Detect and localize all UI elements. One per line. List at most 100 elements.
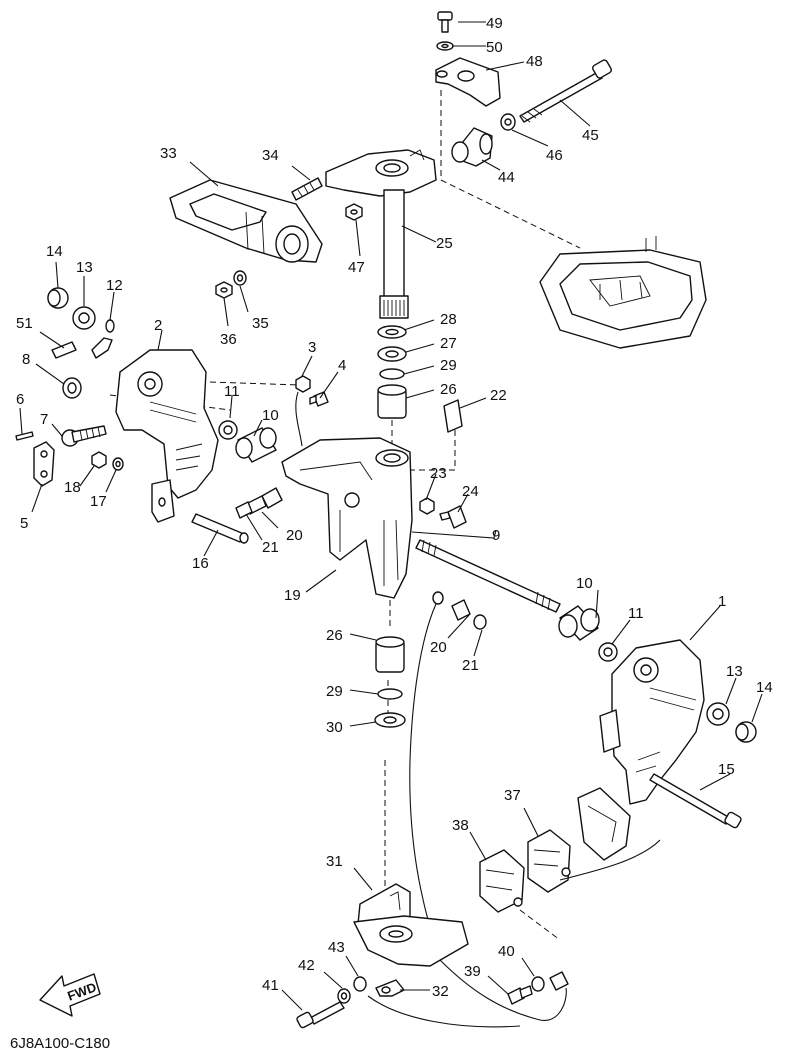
washer-17 <box>112 457 124 471</box>
clamp-bracket-2 <box>115 349 219 523</box>
callout-41: 41 <box>262 977 279 994</box>
swivel-bracket-19 <box>281 437 413 599</box>
callout-39: 39 <box>464 963 481 980</box>
washer-46 <box>500 113 516 131</box>
nut-23 <box>419 497 435 515</box>
clamp-bracket-1 <box>599 639 705 805</box>
callout-11a: 11 <box>224 383 240 400</box>
callout-15: 15 <box>718 761 735 778</box>
callout-16: 16 <box>192 555 209 572</box>
callout-14a: 14 <box>46 243 63 260</box>
washer-11-right <box>598 642 618 662</box>
bracket-37 <box>527 829 571 893</box>
callout-23: 23 <box>430 465 447 482</box>
callout-13b: 13 <box>726 663 743 680</box>
callout-20b: 20 <box>430 639 447 656</box>
nut-3 <box>295 375 311 393</box>
washer-50 <box>436 41 454 51</box>
callout-31: 31 <box>326 853 343 870</box>
callout-27: 27 <box>440 335 457 352</box>
callout-3: 3 <box>308 339 316 356</box>
long-bolt-45 <box>519 59 613 123</box>
washer-43 <box>353 976 367 992</box>
carry-handle-33 <box>169 179 323 263</box>
bracket-38 <box>479 849 525 913</box>
callout-30: 30 <box>326 719 343 736</box>
callout-17: 17 <box>90 493 107 510</box>
leader-lines <box>19 21 763 1011</box>
callout-26b: 26 <box>326 627 343 644</box>
drawing-code: 6J8A100-C180 <box>10 1035 110 1052</box>
callout-32: 32 <box>432 983 449 1000</box>
callout-9: 9 <box>492 527 500 544</box>
clip-32 <box>375 979 405 997</box>
cable-clip-right <box>367 959 569 1028</box>
bushing-44 <box>451 127 493 167</box>
cap-21-left <box>235 501 253 519</box>
callout-5: 5 <box>20 515 28 532</box>
callout-38: 38 <box>452 817 469 834</box>
callout-36: 36 <box>220 331 237 348</box>
callout-19: 19 <box>284 587 301 604</box>
bushing-8 <box>62 377 82 399</box>
callout-29b: 29 <box>326 683 343 700</box>
nut-18 <box>91 451 107 469</box>
washer-28 <box>377 325 407 339</box>
callout-7: 7 <box>40 411 48 428</box>
callout-43: 43 <box>328 939 345 956</box>
callout-22: 22 <box>490 387 507 404</box>
callout-6: 6 <box>16 391 24 408</box>
fwd-arrow: FWD <box>39 973 101 1017</box>
callout-47: 47 <box>348 259 365 276</box>
bushing-26-lower <box>375 636 405 673</box>
bolt-41 <box>296 1001 345 1029</box>
bushing-26-upper <box>377 384 407 419</box>
callout-48: 48 <box>526 53 543 70</box>
bushing-10-left <box>235 427 277 463</box>
spring-7 <box>61 425 107 447</box>
stopper-22 <box>443 399 463 433</box>
nut-13-right <box>706 702 730 726</box>
callout-29a: 29 <box>440 357 457 374</box>
steering-shaft-25 <box>379 189 409 319</box>
bolt-15 <box>649 773 742 829</box>
cap-14-left <box>47 287 69 309</box>
washer-small-right <box>432 591 444 605</box>
callout-10b: 10 <box>576 575 593 592</box>
callout-1: 1 <box>718 593 726 610</box>
callout-42: 42 <box>298 957 315 974</box>
bolt-24 <box>439 505 467 529</box>
callout-24: 24 <box>462 483 479 500</box>
callout-21a: 21 <box>262 539 279 556</box>
o-ring-29-upper <box>379 368 405 380</box>
callout-49: 49 <box>486 15 503 32</box>
callout-18: 18 <box>64 479 81 496</box>
cable-line-right <box>409 603 441 961</box>
callout-labels: 49 50 48 45 46 44 25 47 34 33 35 36 28 2… <box>16 15 773 1000</box>
callout-28: 28 <box>440 311 457 328</box>
bolt-4 <box>309 391 329 407</box>
callout-34: 34 <box>262 147 279 164</box>
callout-37: 37 <box>504 787 521 804</box>
steering-arm <box>325 149 437 197</box>
washer-30 <box>374 712 406 728</box>
bottom-cowling <box>539 236 707 349</box>
callout-13a: 13 <box>76 259 93 276</box>
base-curve <box>559 839 661 881</box>
callout-26a: 26 <box>440 381 457 398</box>
cable-line-left <box>295 391 303 447</box>
bracket-48 <box>435 57 501 107</box>
callout-11b: 11 <box>628 605 644 622</box>
callout-21b: 21 <box>462 657 479 674</box>
washer-11-left <box>218 420 238 440</box>
callout-10a: 10 <box>262 407 279 424</box>
seal-27 <box>377 346 407 362</box>
callout-20a: 20 <box>286 527 303 544</box>
nut-47 <box>345 203 363 221</box>
callout-25: 25 <box>436 235 453 252</box>
callout-40: 40 <box>498 943 515 960</box>
o-ring-29-lower <box>377 688 403 700</box>
washer-35 <box>233 270 247 286</box>
stud-34 <box>291 177 323 201</box>
callout-2: 2 <box>154 317 162 334</box>
